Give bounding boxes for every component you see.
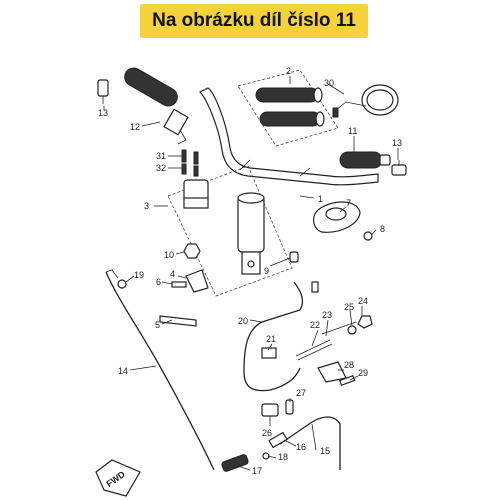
callout-14: 14 (118, 366, 128, 376)
nut-part-25 (347, 325, 357, 335)
callout-26: 26 (262, 428, 272, 438)
callout-22: 22 (310, 320, 320, 330)
callout-24: 24 (358, 296, 368, 306)
callout-5: 5 (155, 320, 160, 330)
band-part-5 (159, 315, 197, 327)
callout-18: 18 (278, 452, 288, 462)
throttle-cable-part-14 (105, 269, 215, 471)
clamp-part-26 (261, 403, 279, 417)
callout-23: 23 (322, 310, 332, 320)
bar-end-part-13-left (97, 79, 109, 104)
callout-17: 17 (252, 466, 262, 476)
bar-end-part-13-right (391, 160, 407, 176)
callout-29: 29 (358, 368, 368, 378)
callout-21: 21 (266, 334, 276, 344)
bolt-part-8 (363, 231, 373, 241)
callout-13-right: 13 (392, 138, 402, 148)
bracket-part-4 (185, 269, 209, 293)
callout-32: 32 (156, 163, 166, 173)
holder-set-part-3 (167, 165, 293, 297)
callout-1: 1 (318, 194, 323, 204)
bolt-part-9 (289, 251, 299, 263)
callout-4: 4 (170, 269, 175, 279)
bolts-part-31-32 (181, 149, 199, 177)
callout-28: 28 (344, 360, 354, 370)
title-banner: Na obrázku díl číslo 11 (140, 4, 368, 38)
handlebar-part-1 (198, 87, 379, 186)
cover-part-7 (313, 201, 361, 233)
callout-2: 2 (286, 66, 291, 76)
callout-19: 19 (134, 270, 144, 280)
bolt-part-6 (171, 281, 187, 288)
nut-part-24 (357, 315, 373, 329)
callout-12: 12 (130, 122, 140, 132)
clip-part-21 (261, 347, 277, 359)
callout-30: 30 (324, 78, 334, 88)
callout-labels: 1 2 3 4 5 6 7 8 9 10 11 12 13 13 14 15 1… (98, 66, 402, 476)
throttle-grip-part-12 (124, 67, 189, 145)
callout-9: 9 (264, 266, 269, 276)
callout-31: 31 (156, 151, 166, 161)
spring-part-22 (295, 339, 333, 361)
callout-16: 16 (296, 442, 306, 452)
callout-27: 27 (296, 388, 306, 398)
adjuster-part-17 (221, 454, 249, 472)
callout-3: 3 (144, 201, 149, 211)
joint-part-16 (268, 431, 288, 449)
callout-8: 8 (380, 224, 385, 234)
callout-15: 15 (320, 446, 330, 456)
callout-7: 7 (346, 198, 351, 208)
clip-part-19 (117, 279, 127, 289)
callout-13-left: 13 (98, 108, 108, 118)
bracket-part-28 (317, 361, 347, 383)
banner-title: Na obrázku díl číslo 11 (152, 10, 356, 31)
callout-6: 6 (156, 277, 161, 287)
grip-set-part-2 (237, 69, 339, 147)
bolt-part-27 (285, 399, 294, 415)
callout-20: 20 (238, 316, 248, 326)
leader-lines (103, 76, 399, 471)
mirror-part-30 (332, 84, 399, 118)
fwd-arrow: FWD (95, 459, 141, 497)
callout-10: 10 (164, 250, 174, 260)
brake-cable-part-20 (243, 281, 319, 392)
cable-part-15 (279, 416, 341, 470)
grip-part-11 (339, 151, 391, 169)
callout-11: 11 (348, 126, 357, 136)
callout-25: 25 (344, 302, 354, 312)
rod-part-23 (321, 321, 357, 335)
nut-part-10 (183, 243, 201, 259)
